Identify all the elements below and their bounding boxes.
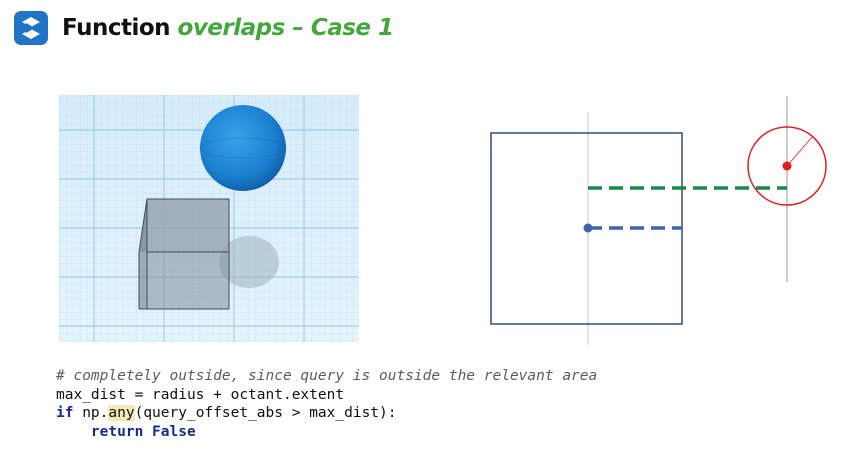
slide-header: Function overlaps – Case 1	[14, 10, 394, 46]
query-point	[782, 161, 792, 171]
sphere-shape	[199, 105, 287, 191]
title-accent: overlaps – Case 1	[177, 15, 395, 41]
s-logo-icon	[14, 11, 48, 45]
code-comment: # completely outside, since query is out…	[56, 368, 598, 384]
query-circle	[747, 126, 827, 206]
3d-scene-image	[59, 95, 359, 342]
title-prefix: Function	[62, 15, 178, 41]
keyword-return-false: return False	[90, 423, 196, 440]
radius-line	[786, 135, 814, 167]
page-title: Function overlaps – Case 1	[62, 15, 394, 41]
cube-shape	[138, 198, 230, 310]
shadow-shape	[219, 236, 279, 288]
code-line-2: max_dist = radius + octant.extent	[56, 386, 345, 403]
code-line-4: return False	[56, 423, 597, 442]
octant-center-point	[583, 223, 593, 233]
highlighted-any: any	[108, 405, 135, 421]
overlap-diagram	[490, 96, 827, 345]
code-block: # completely outside, since query is out…	[56, 367, 597, 441]
keyword-if: if	[56, 405, 74, 421]
code-line-3: if np.any(query_offset_abs > max_dist):	[56, 405, 397, 421]
